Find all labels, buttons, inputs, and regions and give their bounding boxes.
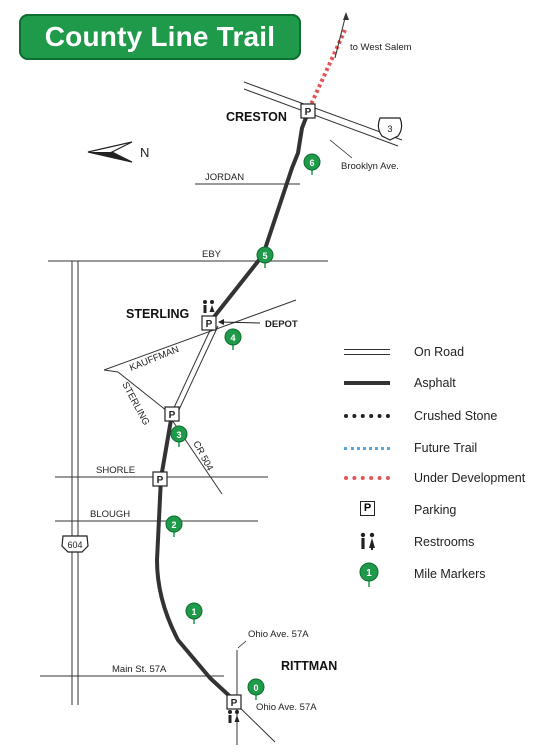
legend-label: Mile Markers: [414, 567, 486, 581]
trail-on-road: [171, 323, 219, 415]
parking-sterling: P: [201, 315, 217, 331]
mile-marker-4: 4: [224, 328, 242, 350]
svg-text:P: P: [169, 410, 176, 421]
parking-shorle: P: [152, 471, 168, 487]
mile-marker-6: 6: [303, 153, 321, 175]
legend-under-development-symbol: [340, 466, 398, 490]
parking-icon: P: [360, 501, 375, 516]
legend-label: Restrooms: [414, 535, 475, 549]
legend-label: Asphalt: [414, 376, 456, 390]
mile-marker-3: 3: [170, 425, 188, 447]
mile-marker-1: 1: [185, 602, 203, 624]
town-rittman: RITTMAN: [281, 659, 337, 673]
depot-arrow-line: [219, 321, 261, 324]
north-label: N: [140, 145, 149, 160]
label-shorle: SHORLE: [96, 465, 135, 476]
west-salem-arrow-line: [334, 13, 347, 59]
mile-marker-5: 5: [256, 246, 274, 268]
svg-text:3: 3: [176, 430, 181, 440]
legend-on-road-symbol: [340, 340, 398, 364]
depot-arrowhead: [218, 319, 224, 325]
label-eby: EBY: [202, 249, 222, 260]
sr604-road: [71, 261, 79, 705]
kauffman-road: [103, 299, 297, 371]
trail-asphalt-south: [155, 413, 238, 704]
legend-on-road: On Road: [340, 340, 550, 364]
label-sterling-road: STERLING: [119, 380, 151, 427]
svg-text:P: P: [231, 698, 238, 709]
sr604-shield: 604: [61, 535, 89, 553]
legend-restrooms-symbol: [340, 530, 398, 554]
town-creston: CRESTON: [226, 110, 287, 124]
svg-text:604: 604: [67, 540, 82, 550]
label-blough: BLOUGH: [90, 509, 130, 520]
trail-asphalt-north: [208, 109, 311, 324]
legend-restrooms: Restrooms: [340, 530, 550, 554]
svg-text:P: P: [305, 107, 312, 118]
svg-text:1: 1: [366, 568, 372, 579]
legend-under-development: Under Development: [340, 466, 550, 490]
legend-mile-markers: 1 Mile Markers: [340, 562, 550, 587]
legend-future-trail: Future Trail: [340, 436, 550, 460]
svg-text:4: 4: [230, 333, 235, 343]
legend-label: Under Development: [414, 471, 526, 485]
legend-mile-markers-symbol: 1: [340, 562, 398, 587]
svg-text:3: 3: [387, 124, 392, 134]
legend-crushed-stone: Crushed Stone: [340, 404, 550, 428]
svg-text:0: 0: [253, 683, 258, 693]
label-depot: DEPOT: [265, 319, 298, 330]
west-salem-arrowhead: [343, 12, 349, 20]
map-title: County Line Trail: [19, 14, 301, 60]
under-development-segment: [307, 29, 347, 110]
legend-crushed-stone-symbol: [340, 404, 398, 428]
restroom-icon-rittman: [228, 710, 240, 723]
mile-marker-icon: 1: [359, 562, 379, 587]
parking-creston: P: [300, 103, 316, 119]
legend-parking: P Parking: [340, 498, 550, 522]
us3-shield: 3: [377, 117, 403, 141]
kauffman-spur: [103, 369, 119, 373]
legend-label: On Road: [414, 345, 465, 359]
label-cr504: CR 504: [190, 439, 215, 473]
label-ohio-ave-south: Ohio Ave. 57A: [256, 702, 317, 713]
label-ohio-ave-north: Ohio Ave. 57A: [248, 629, 309, 640]
legend-asphalt-symbol: [340, 371, 398, 395]
legend-label: Future Trail: [414, 441, 478, 455]
svg-text:2: 2: [171, 520, 176, 530]
parking-rittman: P: [226, 694, 242, 710]
parking-sterling-rd: P: [164, 406, 180, 422]
legend-future-trail-symbol: [340, 436, 398, 460]
label-main-st: Main St. 57A: [112, 664, 167, 675]
label-brooklyn: Brooklyn Ave.: [341, 161, 399, 172]
svg-text:5: 5: [262, 251, 267, 261]
ohio-north-leader: [237, 640, 247, 649]
legend-label: Crushed Stone: [414, 409, 498, 423]
legend-asphalt: Asphalt: [340, 371, 550, 395]
svg-text:P: P: [157, 475, 164, 486]
legend-parking-symbol: P: [340, 498, 398, 522]
restroom-icon: [360, 532, 375, 550]
brooklyn-leader: [329, 139, 353, 159]
svg-text:1: 1: [191, 607, 196, 617]
us3-road: [243, 81, 403, 147]
svg-text:P: P: [206, 319, 213, 330]
mile-marker-2: 2: [165, 515, 183, 537]
mile-marker-0: 0: [247, 678, 265, 700]
label-west-salem: to West Salem: [350, 42, 412, 53]
svg-text:6: 6: [309, 158, 314, 168]
label-jordan: JORDAN: [205, 172, 244, 183]
north-arrow: [87, 141, 133, 163]
town-sterling: STERLING: [126, 307, 189, 321]
sterling-road: [117, 371, 173, 416]
restroom-icon-sterling: [203, 300, 215, 313]
legend-label: Parking: [414, 503, 457, 517]
